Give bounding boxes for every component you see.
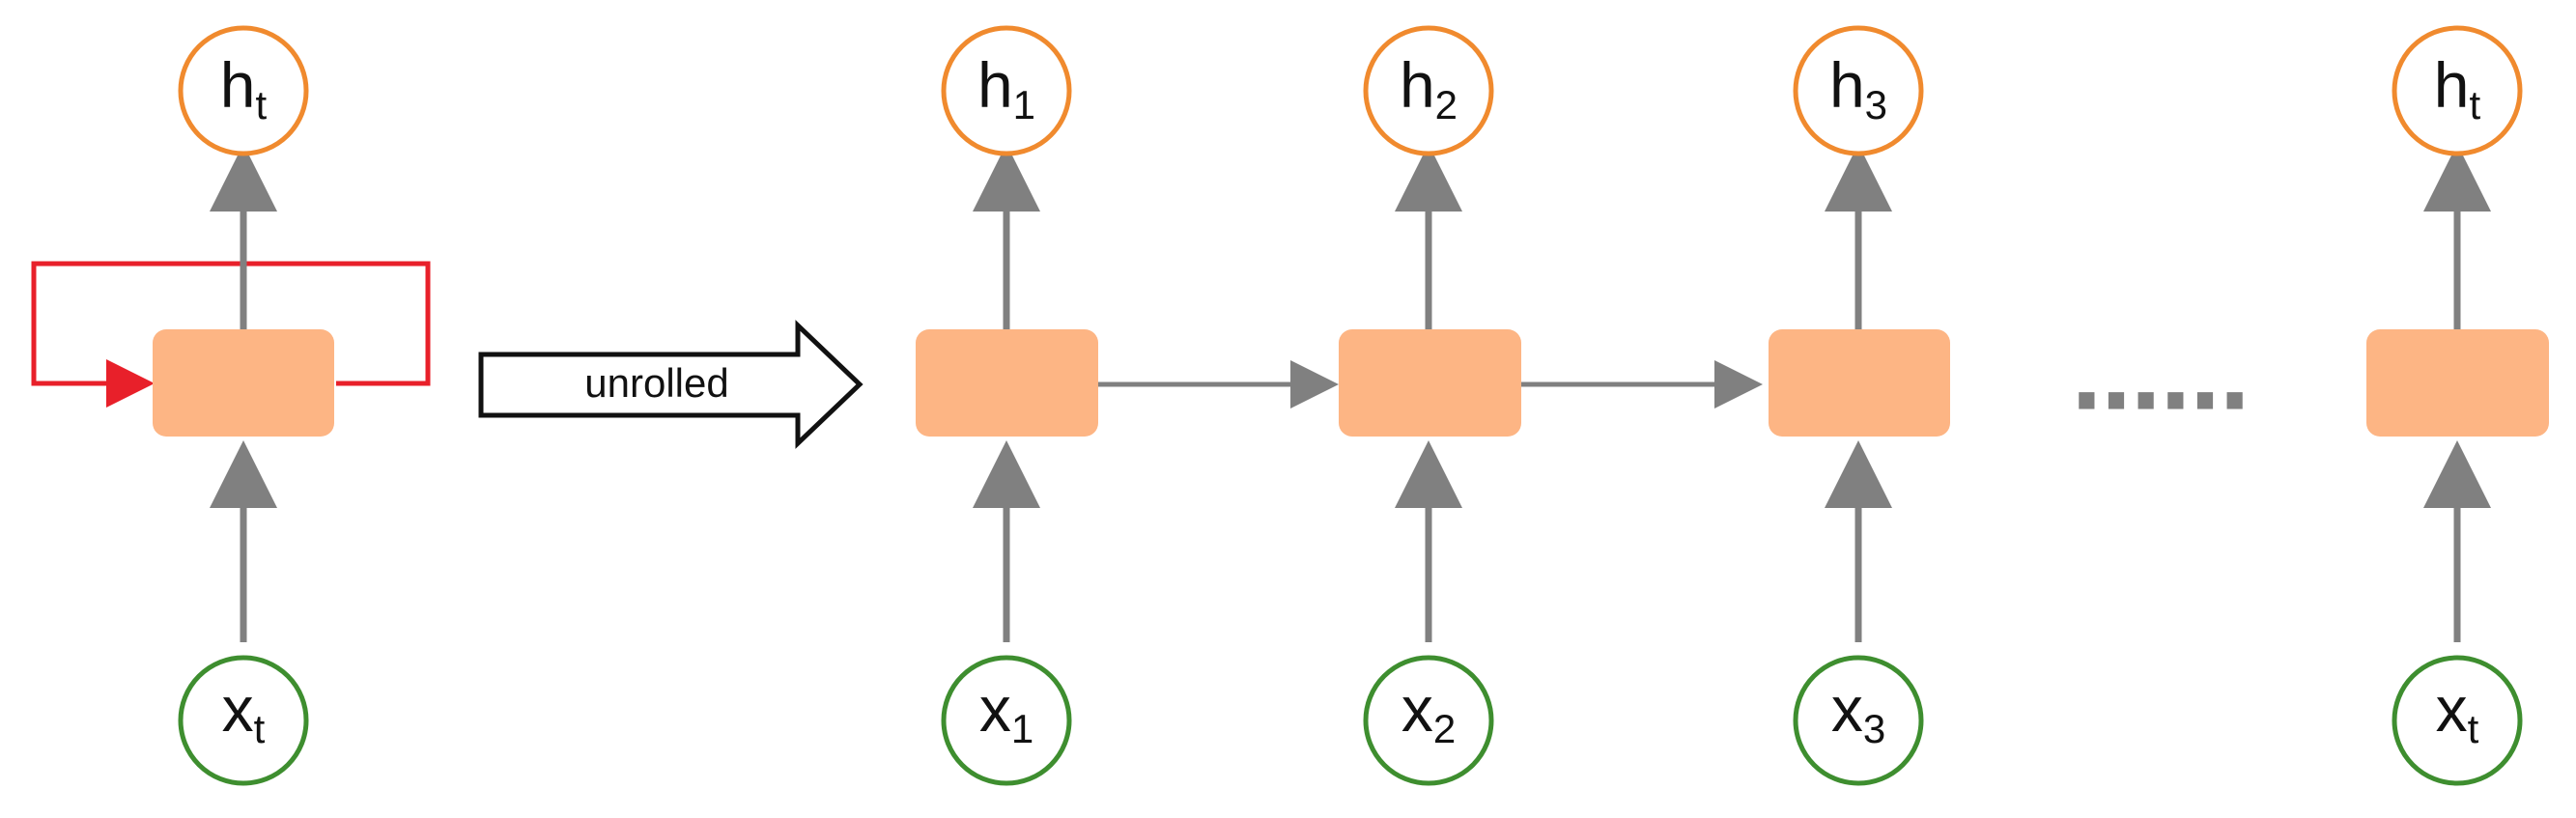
timestep-1: h1 x1 [916, 25, 1098, 786]
output-node [1363, 25, 1494, 156]
input-node [941, 655, 1072, 786]
output-node [941, 25, 1072, 156]
input-label: x3 [1831, 673, 1885, 751]
timestep-2: h2 x2 [1339, 25, 1521, 786]
folded-input-label: xt [222, 673, 266, 751]
input-label: xt [2436, 673, 2479, 751]
timestep-3: h3 x3 [1769, 25, 1950, 786]
output-label: h1 [977, 49, 1035, 127]
unrolled-arrow-label: unrolled [584, 360, 728, 406]
rnn-cell [1769, 329, 1950, 437]
unrolled-arrow: unrolled [478, 320, 863, 449]
folded-output-label: ht [220, 49, 268, 127]
output-node [2392, 25, 2523, 156]
input-node [1793, 655, 1924, 786]
input-node [2392, 655, 2523, 786]
input-label: x2 [1401, 673, 1456, 751]
rnn-cell [916, 329, 1098, 437]
rnn-cell [2366, 329, 2549, 437]
recurrent-loop-arrow [31, 261, 431, 408]
folded-rnn-cell [153, 329, 334, 437]
input-label: x1 [979, 673, 1033, 751]
unrolled-chain: h1 x1 h2 x2 [916, 25, 2549, 786]
output-node [1793, 25, 1924, 156]
folded-rnn: ht xt [31, 25, 431, 786]
rnn-cell [1339, 329, 1521, 437]
unrolled-arrow-shape [478, 320, 863, 449]
folded-output-node [178, 25, 309, 156]
output-label: h2 [1400, 49, 1458, 127]
output-label: ht [2434, 49, 2481, 127]
ellipsis-dots: …… [2072, 326, 2250, 430]
input-node [1363, 655, 1494, 786]
folded-input-node [178, 655, 309, 786]
output-label: h3 [1829, 49, 1887, 127]
timestep-t: ht xt [2366, 25, 2549, 786]
